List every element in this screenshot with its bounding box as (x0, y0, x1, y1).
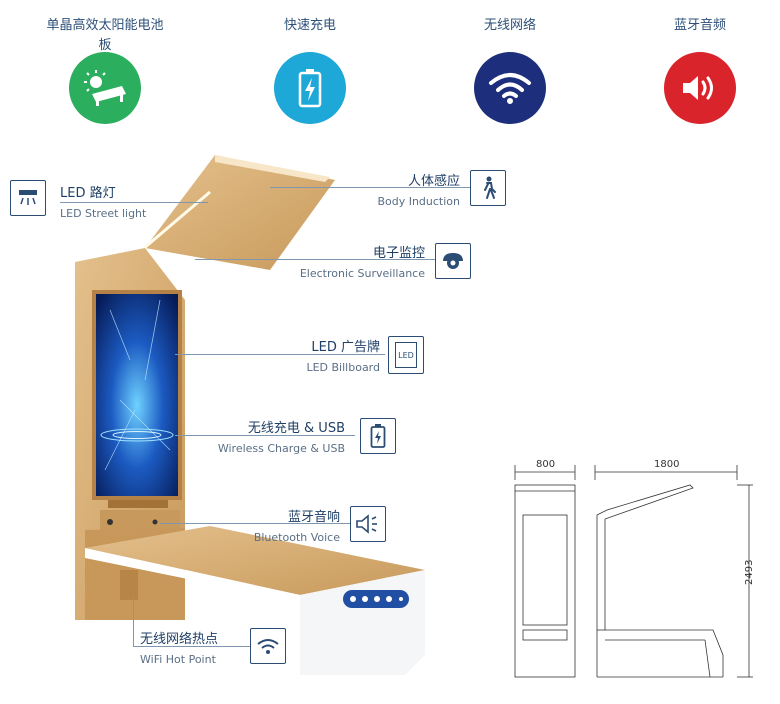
feature-wireless-label: 无线网络 (483, 18, 536, 33)
solar-panel-icon (69, 52, 141, 124)
feature-bluetooth-audio-label: 蓝牙音频 (673, 18, 726, 33)
battery-icon (360, 418, 396, 454)
callout-billboard: LED 广告牌 LED Billboard (290, 336, 380, 374)
body-induction-cn: 人体感应 (407, 174, 460, 189)
dimension-side-width: 1800 (654, 459, 680, 470)
callout-body-induction: 人体感应 Body Induction (370, 170, 460, 208)
wifi-cn: 无线网络热点 (140, 632, 219, 647)
walking-person-icon (470, 170, 506, 206)
callout-bluetooth: 蓝牙音响 Bluetooth Voice (240, 506, 340, 544)
wireless-charge-en: Wireless Charge & USB (217, 442, 345, 455)
led-screen-icon-text: LED (395, 342, 417, 368)
surveillance-en: Electronic Surveillance (299, 267, 425, 280)
billboard-en: LED Billboard (306, 361, 380, 374)
callout-surveillance: 电子监控 Electronic Surveillance (290, 242, 425, 280)
wifi-icon (474, 52, 546, 124)
bluetooth-cn: 蓝牙音响 (287, 510, 340, 525)
callout-wireless-charge: 无线充电 & USB Wireless Charge & USB (205, 417, 345, 455)
feature-solar-label: 单晶高效太阳能电池板 (46, 18, 164, 53)
dimension-front-width: 800 (536, 459, 556, 470)
feature-fast-charge-label: 快速充电 (283, 18, 336, 33)
dimension-height: 2493 (744, 559, 755, 585)
led-screen-icon: LED (388, 336, 424, 374)
surveillance-cn: 电子监控 (372, 246, 425, 261)
wifi-en: WiFi Hot Point (140, 653, 216, 666)
speaker-icon (664, 52, 736, 124)
feature-bluetooth-audio: 蓝牙音频 (640, 16, 760, 124)
street-light-icon (10, 180, 46, 216)
speaker-outline-icon (350, 506, 386, 542)
wireless-charge-cn: 无线充电 & USB (247, 421, 345, 436)
billboard-cn: LED 广告牌 (311, 340, 380, 355)
led-street-light-en: LED Street light (60, 207, 147, 220)
bluetooth-en: Bluetooth Voice (253, 531, 340, 544)
feature-wireless: 无线网络 (450, 16, 570, 124)
feature-fast-charge: 快速充电 (250, 16, 370, 124)
technical-drawing (514, 465, 753, 678)
callout-led-street-light: LED 路灯 LED Street light (60, 182, 146, 220)
callout-wifi: 无线网络热点 WiFi Hot Point (140, 628, 218, 666)
wifi-outline-icon (250, 628, 286, 664)
body-induction-en: Body Induction (377, 195, 460, 208)
led-street-light-cn: LED 路灯 (60, 186, 116, 201)
feature-solar: 单晶高效太阳能电池板 (45, 16, 165, 124)
wifi-leader-vertical (133, 596, 134, 646)
camera-icon (435, 243, 471, 279)
battery-charging-icon (274, 52, 346, 124)
smart-bench-illustration (75, 155, 425, 675)
